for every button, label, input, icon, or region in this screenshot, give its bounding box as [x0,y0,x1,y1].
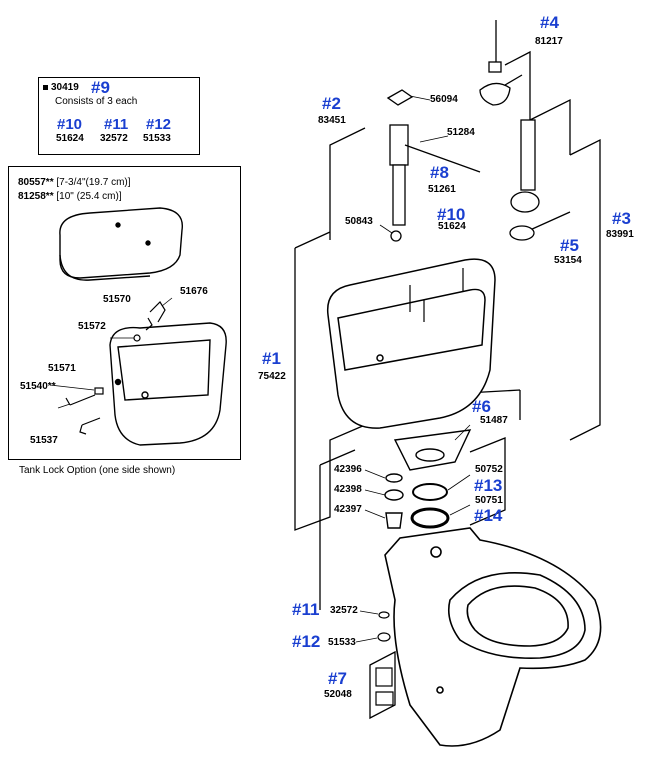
callout-part-5: 53154 [554,255,582,266]
callout-tag-11: #11 [292,600,320,619]
kit-item-tag-12: #12 [146,116,172,133]
callout-tag-1: #1 [262,349,281,368]
callout-tag-3: #3 [612,209,631,228]
tank-lid-drawing [59,207,184,281]
callout-tag-14: #14 [474,506,503,525]
kit-box [38,77,200,155]
part-42396: 42396 [334,464,362,475]
bowl-drawing [384,527,602,747]
kit-item-part-10: 51624 [56,133,84,144]
part-42398: 42398 [334,484,362,495]
callout-tag-10: #10 [437,205,466,224]
kit-note: Consists of 3 each [55,96,138,107]
lock-part-51572: 51572 [78,321,106,332]
handle-drawing [479,20,523,106]
kit-item-part-12: 51533 [143,133,171,144]
callout-tag-12: #12 [292,632,321,651]
part-56094: 56094 [430,94,458,105]
bowl-hardware [375,611,394,706]
callout-tag-4: #4 [540,13,559,32]
callout-part-12: 51533 [328,637,356,648]
bullet-icon [43,84,48,90]
tank-lock-box [8,166,241,460]
callout-part-10: 51624 [438,221,466,232]
callout-tag-6: #6 [472,397,491,416]
kit-part-number: 30419 [43,83,79,93]
callout-part-4: 81217 [535,36,563,47]
kit-item-tag-11: #11 [104,116,129,133]
part-50843: 50843 [345,216,373,227]
callout-part-13: 50752 [475,464,503,475]
fill-valve-drawing [386,89,481,242]
lock-part-51571: 51571 [48,363,76,374]
callout-part-3: 83991 [606,229,634,240]
callout-tag-8: #8 [430,163,449,182]
main-tank-drawing [326,258,496,429]
lid-size-2: 81258** [10" (25.4 cm)] [18,191,122,202]
kit-item-tag-10: #10 [57,116,83,133]
callout-part-11: 32572 [330,605,358,616]
callout-part-1: 75422 [258,371,286,382]
callout-tag-5: #5 [560,236,579,255]
kit-item-part-11: 32572 [100,133,128,144]
part-42397: 42397 [334,504,362,515]
callout-part-8: 51261 [428,184,456,195]
gaskets-drawing [384,429,472,529]
bracket-3 [529,98,601,441]
small-tank-drawing [109,322,227,446]
lock-part-51676: 51676 [180,286,208,297]
bracket-1 [294,127,366,531]
callout-tag-7: #7 [328,669,347,688]
callout-tag-13: #13 [474,476,503,495]
callout-part-14: 50751 [475,495,503,506]
lock-part-51540: 51540** [20,381,56,392]
callout-part-2: 83451 [318,115,346,126]
callout-tag-2: #2 [322,94,341,113]
lock-part-51570: 51570 [103,294,131,305]
tank-lock-caption: Tank Lock Option (one side shown) [19,465,176,476]
lid-size-1: 80557** [7-3/4"(19.7 cm)] [18,177,131,188]
tank-bolts [409,268,464,322]
part-51284: 51284 [447,127,475,138]
bracket-gaskets [319,437,506,610]
callout-part-7: 52048 [324,689,352,700]
callout-part-6: 51487 [480,415,508,426]
kit-tag: #9 [91,78,110,97]
flush-valve-drawing [509,119,540,241]
lock-part-51537: 51537 [30,435,58,446]
